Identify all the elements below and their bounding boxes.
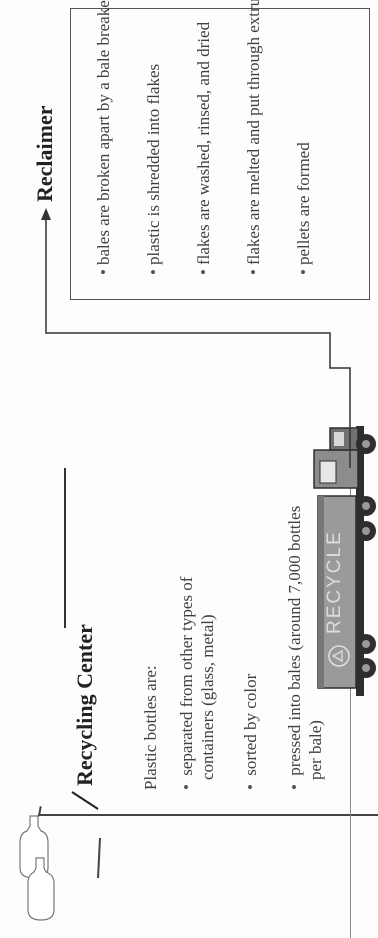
reclaimer-bullet-item: plastic is shredded into flakes: [143, 64, 164, 275]
arrow-head-icon: [41, 208, 51, 220]
reclaimer-bullet-item: bales are broken apart by a bale breaker: [93, 0, 114, 275]
reclaimer-bullet-item: pellets are formed: [293, 142, 314, 275]
reclaimer-title: Reclaimer: [32, 106, 58, 203]
reclaimer-box: bales are broken apart by a bale breaker…: [70, 8, 370, 300]
reclaimer-bullet-item: flakes are melted and put through extrud…: [243, 0, 264, 275]
reclaimer-bullet-item: flakes are washed, rinsed, and dried: [193, 22, 214, 275]
